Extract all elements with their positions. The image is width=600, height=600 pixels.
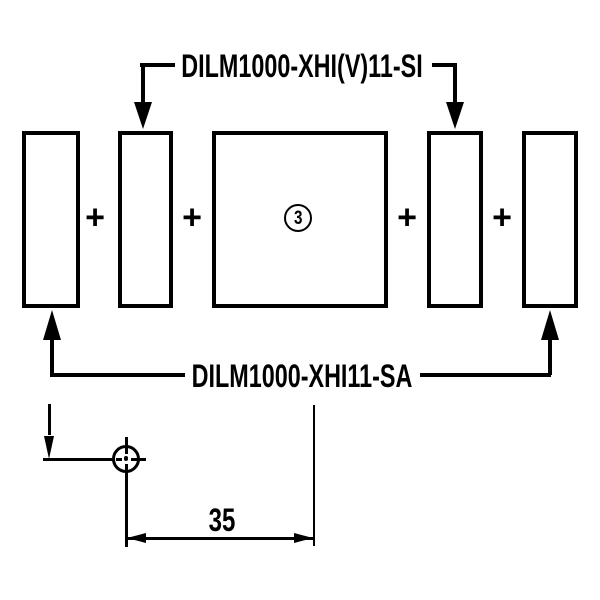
dimension-extension-line: [312, 405, 315, 546]
side-module-right-outer: [522, 131, 578, 308]
bottom-leader-right-vertical-line: [547, 339, 552, 375]
dimension-line: [127, 537, 313, 540]
plus-sign: +: [397, 198, 417, 237]
bottom-part-label: DILM1000-XHI11-SA: [191, 358, 413, 394]
plus-sign: +: [85, 198, 105, 237]
hole-tick-right: [131, 458, 137, 461]
bottom-leader-left-vertical-line: [49, 339, 54, 375]
arrow-up-right-icon: [540, 310, 559, 340]
position-marker-number: 3: [293, 207, 303, 229]
arrow-down-left-icon: [134, 102, 152, 129]
top-part-label: DILM1000-XHI(V)11-SI: [181, 48, 423, 84]
drill-leader-vertical-line: [48, 404, 51, 435]
hole-tick-bottom: [125, 464, 128, 470]
plus-sign: +: [492, 198, 512, 237]
top-leader-right-horizontal-line: [432, 63, 457, 67]
hole-crosshair-vertical-line: [125, 437, 128, 547]
bottom-leader-right-horizontal-line: [420, 373, 551, 377]
hole-center-dot: [123, 456, 129, 461]
arrow-up-left-icon: [42, 310, 61, 340]
dimension-arrow-right-icon: [294, 532, 313, 543]
top-leader-left-horizontal-line: [140, 63, 175, 67]
side-module-right-inner: [427, 131, 483, 308]
side-module-left-outer: [22, 131, 80, 308]
position-marker-circle: 3: [284, 204, 312, 232]
arrow-down-thin-icon: [43, 436, 54, 459]
bottom-leader-left-horizontal-line: [49, 373, 185, 377]
arrow-down-right-icon: [446, 102, 464, 129]
dimension-arrow-left-icon: [127, 532, 146, 543]
dimension-value-label: 35: [208, 502, 236, 538]
top-leader-right-vertical-line: [453, 63, 457, 104]
hole-tick-left: [116, 458, 122, 461]
side-module-left-inner: [118, 131, 173, 308]
hole-tick-top: [125, 448, 128, 454]
plus-sign: +: [182, 198, 202, 237]
hole-crosshair-horizontal-line: [43, 458, 146, 461]
top-leader-left-vertical-line: [141, 63, 145, 104]
